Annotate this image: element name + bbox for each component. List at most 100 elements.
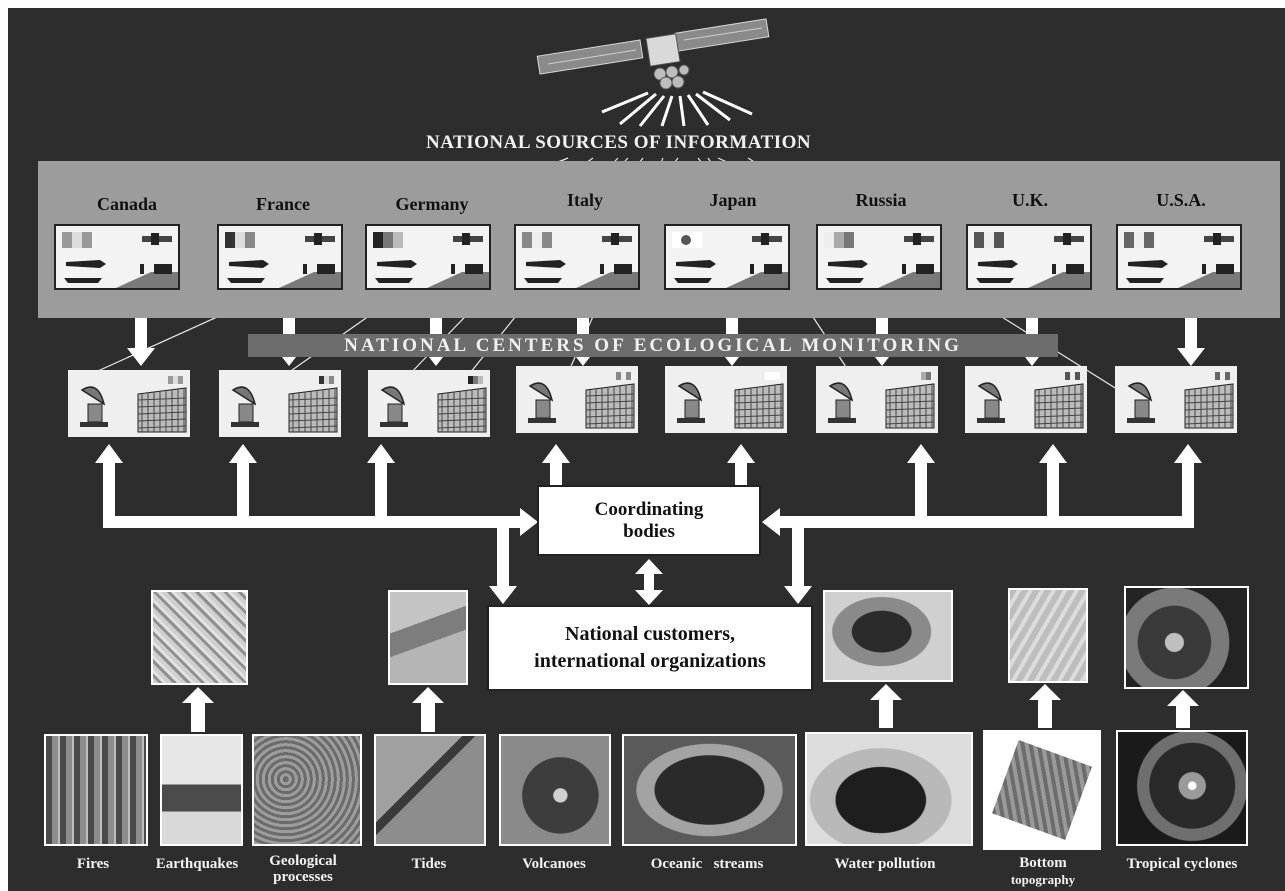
building-floor (734, 400, 784, 404)
sources-title: NATIONAL SOURCES OF INFORMATION (426, 132, 812, 153)
source-pictogram (373, 232, 489, 288)
building-floor (1034, 393, 1084, 397)
dish-base-glyph (677, 418, 705, 423)
person-glyph (1202, 264, 1206, 274)
label-oceanic-streams: Oceanic streams (650, 856, 764, 872)
building-floor (288, 418, 338, 422)
vehicle-glyph (1216, 264, 1234, 274)
image-up-head-3 (1029, 684, 1061, 700)
up-arrow-head-0 (95, 444, 123, 463)
satellite-beam-2 (638, 95, 666, 127)
vehicle-glyph (764, 264, 782, 274)
water-pollution-map-image (823, 590, 953, 682)
person-glyph (140, 264, 144, 274)
center-panel-russia (816, 366, 938, 433)
country-label-italy: Italy (567, 190, 603, 210)
country-label-uk: U.K. (1012, 190, 1048, 210)
up-arrow-shaft-5 (915, 460, 927, 522)
dish-base-glyph (828, 418, 856, 423)
dish-mount-glyph (87, 403, 103, 423)
flag-stripe (974, 232, 984, 248)
aircraft-glyph (526, 260, 566, 268)
earthquakes-image (160, 734, 243, 846)
vehicle-glyph (916, 264, 934, 274)
center-panel-germany (368, 370, 490, 437)
up-arrow-head-4 (727, 444, 755, 463)
right-drop-shaft (792, 522, 804, 592)
center-pictogram (528, 372, 635, 429)
geological-processes-image (252, 734, 362, 846)
mini-flag (926, 372, 931, 380)
mini-flag (1220, 372, 1225, 380)
center-panel-canada (68, 370, 190, 437)
satellite-glyph-body (913, 233, 921, 245)
flag-stripe (1124, 232, 1134, 248)
terrain-glyph (878, 272, 940, 288)
center-pictogram (80, 376, 187, 433)
building-floor (137, 425, 187, 429)
aircraft-glyph (377, 260, 417, 268)
volcanoes-image (499, 734, 611, 846)
dish-base-glyph (977, 418, 1005, 423)
image-up-shaft-4 (1176, 702, 1190, 728)
flag-stripe (82, 232, 92, 248)
dish-base-glyph (528, 418, 556, 423)
building-floor (137, 411, 187, 415)
building-floor (437, 397, 487, 401)
label-earthquakes: Earthquakes (155, 856, 239, 872)
mini-flag (329, 376, 334, 384)
earthquake-map-image (151, 590, 248, 685)
satellite-beam-6 (695, 92, 731, 122)
building-floor (734, 421, 784, 425)
monitoring-title: NATIONAL CENTERS OF ECOLOGICAL MONITORIN… (344, 335, 962, 356)
label-bottom-line2: topography (1010, 872, 1076, 887)
mini-flag (1215, 372, 1220, 380)
mini-flag (1065, 372, 1070, 380)
dish-base-glyph (1127, 418, 1155, 423)
dish-mount-glyph (684, 399, 700, 419)
coordinating-bodies-label: Coordinating bodies (594, 498, 704, 542)
dish-base-glyph (80, 422, 108, 427)
building-floor (585, 400, 635, 404)
source-pictogram (1124, 232, 1240, 288)
down-arrow-shaft-0 (135, 318, 147, 352)
dish-mount-glyph (984, 399, 1000, 419)
mini-flag (473, 376, 478, 384)
label-tides: Tides (411, 856, 447, 872)
flag-stripe (72, 232, 82, 248)
source-panel-japan (664, 224, 790, 290)
mini-flag (319, 376, 324, 384)
vehicle-glyph (1066, 264, 1084, 274)
building-floor (885, 407, 935, 411)
satellite-beam-3 (660, 95, 674, 127)
right-drop-head (784, 586, 812, 604)
up-arrow-head-7 (1174, 444, 1202, 463)
label-geological-line1: Geological (269, 853, 337, 869)
tides-image (374, 734, 486, 846)
ship-glyph (1126, 278, 1164, 283)
cyclones-map-image (1124, 586, 1249, 689)
mini-flag (168, 376, 173, 384)
up-arrow-shaft-1 (237, 460, 249, 522)
building-glyph (885, 383, 935, 429)
dish-glyph (528, 382, 554, 402)
center-pictogram (231, 376, 338, 433)
building-floor (585, 393, 635, 397)
source-panel-germany (365, 224, 491, 290)
building-floor (1034, 421, 1084, 425)
left-drop-shaft (497, 522, 509, 592)
building-floor (437, 411, 487, 415)
building-floor (288, 425, 338, 429)
vehicle-glyph (614, 264, 632, 274)
ship-glyph (826, 278, 864, 283)
building-glyph (1034, 383, 1084, 429)
tides-map-image (388, 590, 468, 685)
mini-flag (178, 376, 183, 384)
building-floor (1034, 400, 1084, 404)
aircraft-glyph (229, 260, 269, 268)
satellite-beam-1 (619, 92, 657, 126)
building-floor (137, 404, 187, 408)
double-arrow-shaft (644, 570, 654, 594)
vehicle-glyph (317, 264, 335, 274)
building-floor (137, 418, 187, 422)
